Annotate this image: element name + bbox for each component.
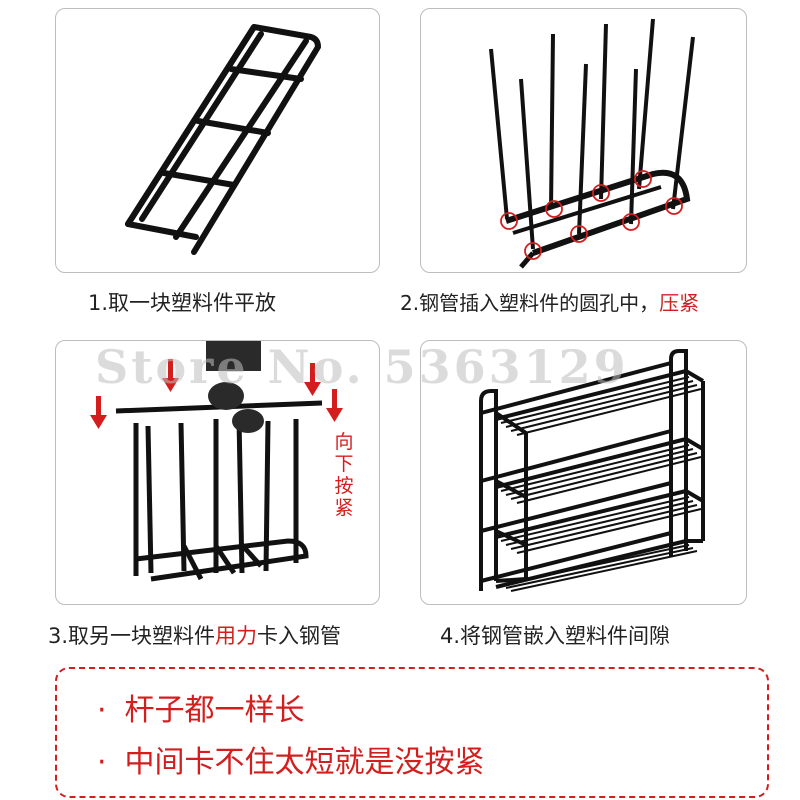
step-3-caption-pre: 3.取另一块塑料件 [48, 624, 216, 648]
press-down-note-char: 按 [334, 475, 354, 497]
insertion-point-marker [545, 200, 563, 218]
note-item: · 中间卡不住太短就是没按紧 [97, 737, 485, 781]
store-watermark: Store No. 5363129 [95, 340, 629, 394]
step-1-panel [55, 8, 380, 273]
ladder-rung [161, 170, 237, 188]
step-4-panel [420, 340, 747, 605]
step-1-illustration [125, 24, 321, 255]
step-2-illustration [489, 18, 695, 269]
step-2-caption-emphasis: 压紧 [659, 291, 700, 315]
insertion-point-marker [665, 197, 683, 215]
step-3-caption-emphasis: 用力 [215, 624, 258, 648]
note-text: 中间卡不住太短就是没按紧 [124, 745, 485, 780]
step-3-caption: 3.取另一块塑料件用力卡入钢管 [48, 620, 341, 650]
step-4-caption: 4.将钢管嵌入塑料件间隙 [440, 624, 671, 648]
insertion-point-marker [570, 225, 588, 243]
note-item: · 杆子都一样长 [97, 685, 305, 729]
step-3-panel: 向 下 按 紧 [55, 340, 380, 605]
hands [206, 341, 264, 433]
notes-box: · 杆子都一样长 · 中间卡不住太短就是没按紧 [55, 667, 769, 798]
ladder-rung [195, 118, 271, 136]
note-bullet: · [97, 693, 107, 728]
step-1-caption: 1.取一块塑料件平放 [88, 291, 277, 315]
insertion-point-marker [622, 213, 640, 231]
ladder-rung [125, 221, 199, 240]
press-down-note-char: 下 [334, 453, 354, 475]
press-down-note: 向 下 按 紧 [333, 431, 355, 519]
note-bullet: · [97, 745, 107, 780]
press-down-note-char: 紧 [334, 497, 354, 519]
insertion-point-marker [592, 184, 610, 202]
press-down-arrows [90, 359, 343, 429]
insertion-point-marker [524, 242, 542, 260]
press-down-note-char: 向 [334, 431, 354, 453]
shelf-rods [500, 376, 702, 592]
step-2-panel [420, 8, 747, 273]
step-2-caption: 2.钢管插入塑料件的圆孔中，压紧 [400, 287, 699, 316]
step-2-caption-main: 2.钢管插入塑料件的圆孔中， [400, 291, 660, 315]
ladder-rung [228, 66, 304, 82]
note-text: 杆子都一样长 [124, 693, 305, 728]
step-3-caption-post: 卡入钢管 [257, 624, 342, 648]
insertion-point-marker [500, 212, 518, 230]
step-3-illustration [90, 341, 343, 582]
insertion-point-marker [634, 170, 652, 188]
ladder-frame-left [125, 24, 321, 255]
step-4-illustration [479, 349, 705, 592]
